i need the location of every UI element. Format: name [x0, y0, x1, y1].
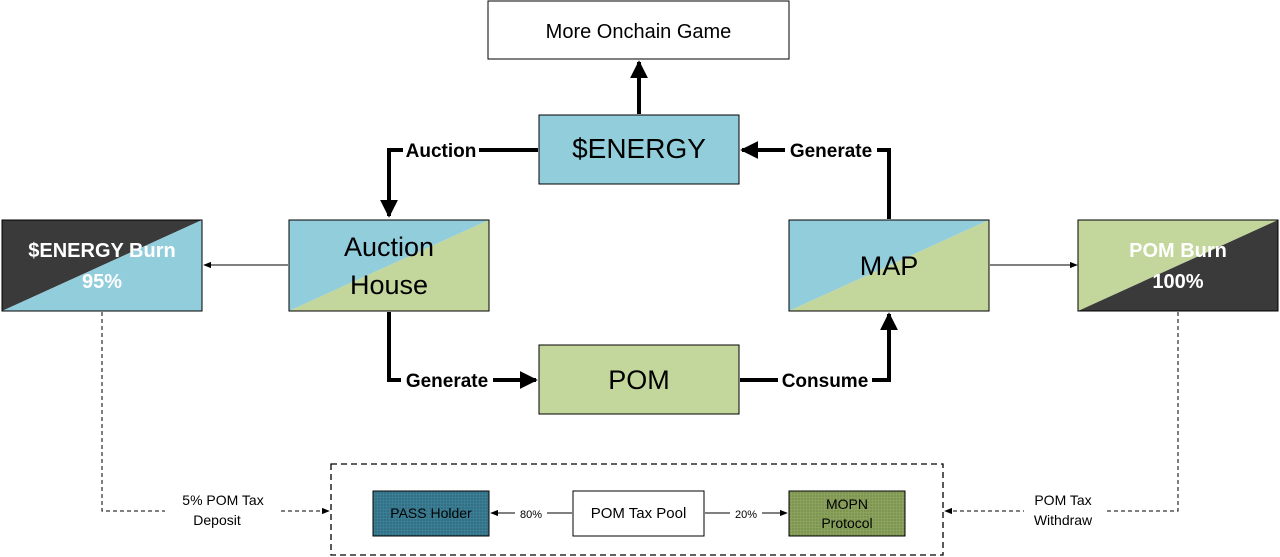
withdraw-label-line2: Withdraw	[1034, 512, 1093, 528]
energy-to-auction-arrow	[380, 148, 538, 218]
tax-pool-node: POM Tax Pool	[572, 490, 705, 537]
withdraw-dashed-arrow	[944, 312, 1179, 515]
generate-bottom-edge-label: Generate	[406, 371, 488, 392]
tax-container	[330, 463, 944, 556]
more-onchain-game-label: More Onchain Game	[546, 21, 732, 43]
tax-pool-label: POM Tax Pool	[591, 505, 687, 522]
generate-top-edge-label: Generate	[790, 141, 872, 162]
deposit-dashed-arrow	[101, 312, 330, 515]
auction-house-label-line2: House	[350, 270, 428, 300]
energy-node: $ENERGY	[538, 114, 740, 185]
pom-burn-node: POM Burn 100%	[1077, 219, 1279, 312]
withdraw-label-line1: POM Tax	[1034, 492, 1091, 508]
tax-distribution-labels: 80% 20%	[515, 505, 762, 521]
mopn-protocol-node: MOPN Protocol	[788, 490, 906, 537]
tax-flow-labels: 5% POM Tax Deposit POM Tax Withdraw	[165, 490, 1104, 530]
pass-holder-node: PASS Holder	[372, 490, 490, 537]
pom-label: POM	[608, 365, 670, 395]
pct-20-label: 20%	[735, 509, 757, 521]
pct-80-label: 80%	[520, 509, 542, 521]
auction-house-label-line1: Auction	[344, 232, 434, 262]
energy-label: $ENERGY	[572, 133, 706, 164]
auction-house-node: Auction House	[288, 219, 490, 312]
map-node: MAP	[788, 219, 990, 312]
energy-burn-label-line1: $ENERGY Burn	[28, 240, 175, 262]
mopn-label-line1: MOPN	[826, 496, 868, 512]
energy-burn-label-line2: 95%	[82, 271, 122, 293]
deposit-label-line1: 5% POM Tax	[182, 492, 263, 508]
pass-holder-label: PASS Holder	[390, 505, 472, 521]
pom-burn-label-line2: 100%	[1152, 271, 1203, 293]
map-label: MAP	[860, 251, 919, 281]
auction-edge-label: Auction	[406, 141, 477, 162]
energy-burn-node: $ENERGY Burn 95%	[1, 219, 203, 312]
main-flow-labels: Auction Generate Generate Consume	[401, 137, 877, 392]
pom-node: POM	[538, 344, 740, 415]
pom-burn-label-line1: POM Burn	[1129, 240, 1227, 262]
mopn-label-line2: Protocol	[821, 515, 872, 531]
consume-edge-label: Consume	[782, 371, 869, 392]
deposit-label-line2: Deposit	[193, 512, 241, 528]
more-onchain-game-node: More Onchain Game	[487, 0, 790, 60]
